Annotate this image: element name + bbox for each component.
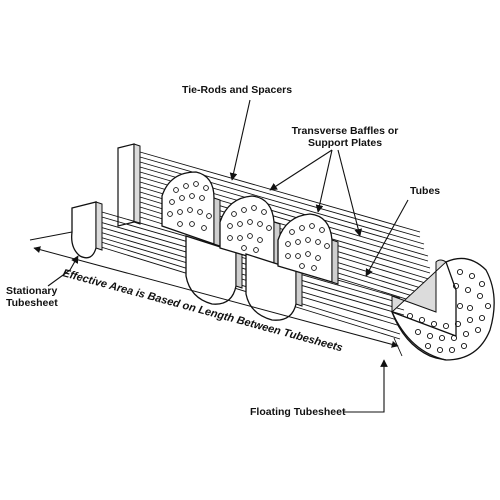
floating-leader [344, 359, 388, 413]
baffles-label: Transverse Baffles or Support Plates [280, 125, 410, 149]
tie-rods-label: Tie-Rods and Spacers [182, 84, 293, 96]
baffles-leader-2 [315, 149, 333, 213]
floating-tubesheet [390, 257, 495, 361]
tubes-label: Tubes [410, 185, 441, 197]
tubes-leader [365, 199, 409, 277]
leader-lines [47, 99, 409, 413]
baffles-label-line2: Support Plates [307, 137, 383, 149]
baffles-leader-3 [337, 149, 363, 237]
stationary-label-line2: Tubesheet [6, 297, 58, 309]
stationary-tubesheet [71, 201, 103, 259]
tie-rods-leader [229, 99, 251, 181]
stationary-label-line1: Stationary [6, 285, 58, 297]
baffle-plate-1 [161, 171, 221, 247]
baffles-label-line1: Transverse Baffles or [291, 125, 399, 137]
stationary-leader [47, 255, 79, 287]
baffles-leader-1 [269, 149, 333, 191]
floating-tubesheet-label: Floating Tubesheet [250, 406, 346, 418]
rear-tubesheet-flange [117, 143, 141, 227]
stationary-tubesheet-label: Stationary Tubesheet [6, 285, 58, 309]
